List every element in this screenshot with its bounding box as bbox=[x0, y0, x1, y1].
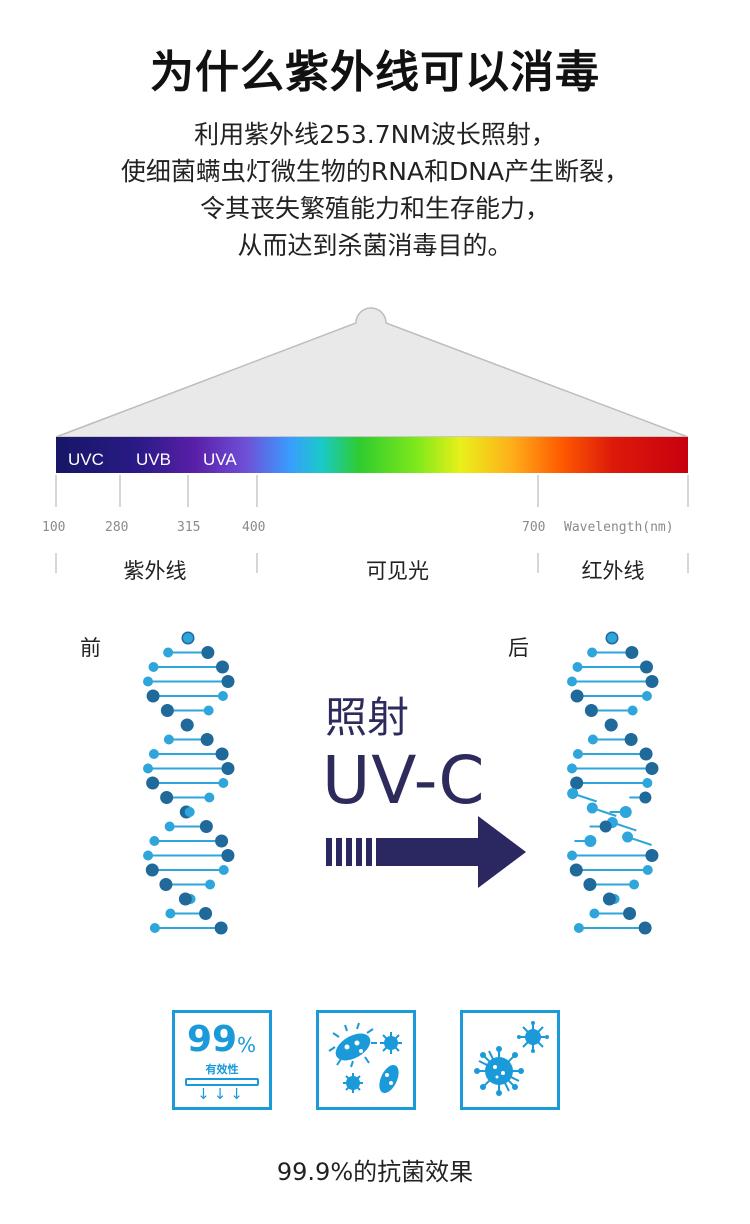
tick-label: 100 bbox=[42, 520, 65, 535]
region-label-ir: 红外线 bbox=[581, 559, 645, 583]
effectiveness-number: 99 bbox=[187, 1019, 238, 1060]
tick-lines bbox=[55, 475, 689, 573]
effectiveness-percent: % bbox=[237, 1033, 257, 1057]
band-label-uvb: UVB bbox=[136, 450, 171, 469]
virus-icon bbox=[460, 1010, 560, 1110]
dna-helix-intact-icon bbox=[143, 631, 235, 935]
spectrum-diagram: UVC UVB UVA 100 280 315 400 700 Waveleng… bbox=[42, 307, 689, 573]
tick-label: 315 bbox=[177, 520, 200, 535]
axis-unit-label: Wavelength(nm) bbox=[564, 520, 674, 535]
tick-label: 280 bbox=[105, 520, 128, 535]
effectiveness-icon: 99 % 有效性 ↓↓↓ bbox=[172, 1010, 272, 1110]
uv-lamp-icon bbox=[185, 1078, 259, 1086]
tick-label: 400 bbox=[242, 520, 265, 535]
region-label-uv: 紫外线 bbox=[123, 559, 187, 583]
description-line: 利用紫外线253.7NM波长照射， bbox=[194, 120, 556, 149]
band-label-uva: UVA bbox=[203, 450, 237, 469]
dna-helix-broken-icon bbox=[567, 631, 659, 935]
before-label: 前 bbox=[80, 636, 101, 660]
uvc-label: UV-C bbox=[322, 742, 486, 819]
description-line: 使细菌螨虫灯微生物的RNA和DNA产生断裂， bbox=[120, 157, 630, 186]
description-line: 令其丧失繁殖能力和生存能力， bbox=[199, 194, 550, 223]
region-label-visible: 可见光 bbox=[366, 559, 429, 583]
page-title: 为什么紫外线可以消毒 bbox=[150, 47, 600, 98]
description: 利用紫外线253.7NM波长照射， 使细菌螨虫灯微生物的RNA和DNA产生断裂，… bbox=[0, 116, 750, 264]
virus-icon-graphic bbox=[474, 1021, 549, 1096]
after-label: 后 bbox=[508, 636, 529, 660]
arrow-right-icon bbox=[326, 816, 526, 888]
lamp-cone bbox=[55, 307, 689, 438]
spectrum-bar bbox=[56, 437, 688, 473]
band-label-uvc: UVC bbox=[68, 450, 104, 469]
bacteria-icon bbox=[316, 1010, 416, 1110]
description-line: 从而达到杀菌消毒目的。 bbox=[237, 231, 513, 260]
effectiveness-label: 有效性 bbox=[205, 1063, 239, 1076]
irradiate-label: 照射 bbox=[325, 693, 410, 742]
down-arrows-icon: ↓↓↓ bbox=[197, 1085, 247, 1103]
footer-caption: 99.9%的抗菌效果 bbox=[276, 1158, 474, 1186]
bacteria-icon-graphic bbox=[328, 1022, 402, 1094]
tick-label: 700 bbox=[522, 520, 545, 535]
